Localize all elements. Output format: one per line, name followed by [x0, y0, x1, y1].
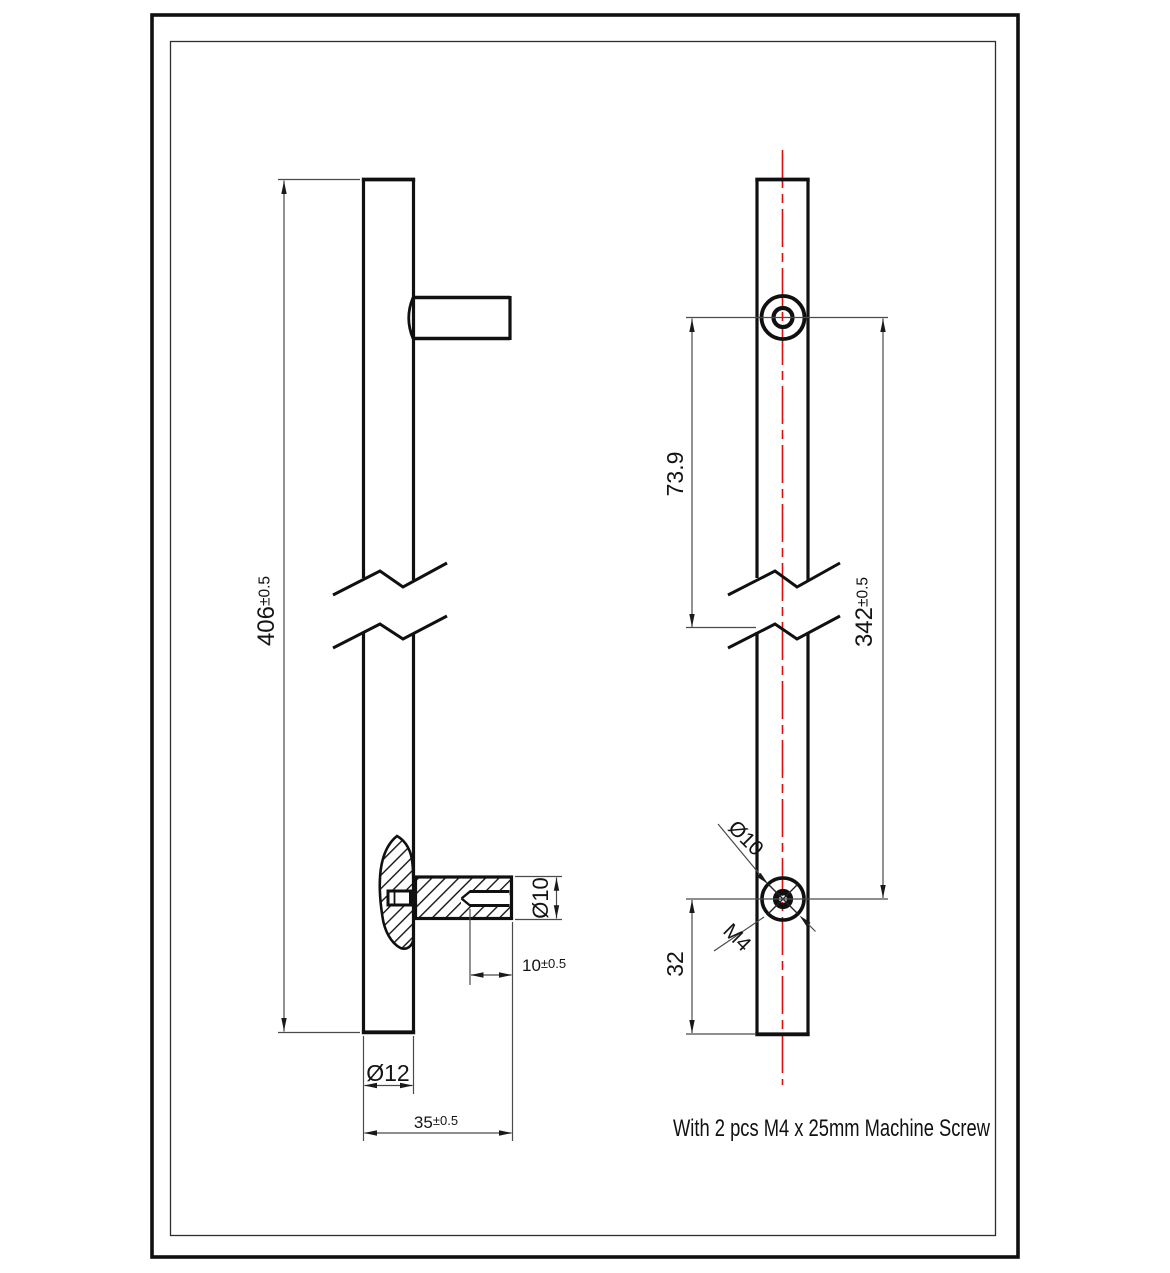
dim-projection: 35±0.5: [414, 1113, 458, 1132]
right-view: Ø10 M4 73.9 342±0.5: [662, 150, 888, 1085]
dimension-arrows: [689, 319, 886, 1033]
dim-hole-centers: 342±0.5: [851, 577, 878, 647]
left-view-handle-outline: [332, 177, 512, 1035]
dim-bar-diameter: Ø12: [366, 1060, 409, 1086]
left-view: 406±0.5 Ø12 35±0.5 Ø10 10±0.5: [253, 177, 566, 1141]
dim-standoff-diameter: Ø10: [528, 877, 553, 919]
note-text: With 2 pcs M4 x 25mm Machine Screw: [673, 1115, 991, 1142]
dimension-arrows: [281, 181, 560, 1136]
callout-hole-diameter: Ø10: [723, 816, 767, 860]
break-line: [727, 561, 841, 597]
right-view-dimensions: 73.9 342±0.5 32: [662, 316, 888, 1035]
sheet-border: [150, 13, 1020, 1259]
break-line: [332, 561, 448, 597]
dim-top-hole: 73.9: [662, 452, 688, 497]
dim-thread-depth: 10±0.5: [522, 956, 566, 975]
break-line: [332, 614, 448, 650]
dim-bottom-hole: 32: [662, 951, 688, 977]
screw-head: [386, 889, 412, 907]
dim-overall-length: 406±0.5: [253, 576, 280, 646]
lower-standoff-section: [378, 834, 514, 950]
right-view-handle-outline: [727, 177, 841, 1037]
drill-point: [460, 890, 471, 907]
upper-standoff-stub: [407, 295, 512, 341]
callout-thread-size: M4: [718, 919, 755, 956]
left-view-dimensions: 406±0.5 Ø12 35±0.5 Ø10 10±0.5: [253, 178, 566, 1141]
break-line: [727, 614, 841, 650]
